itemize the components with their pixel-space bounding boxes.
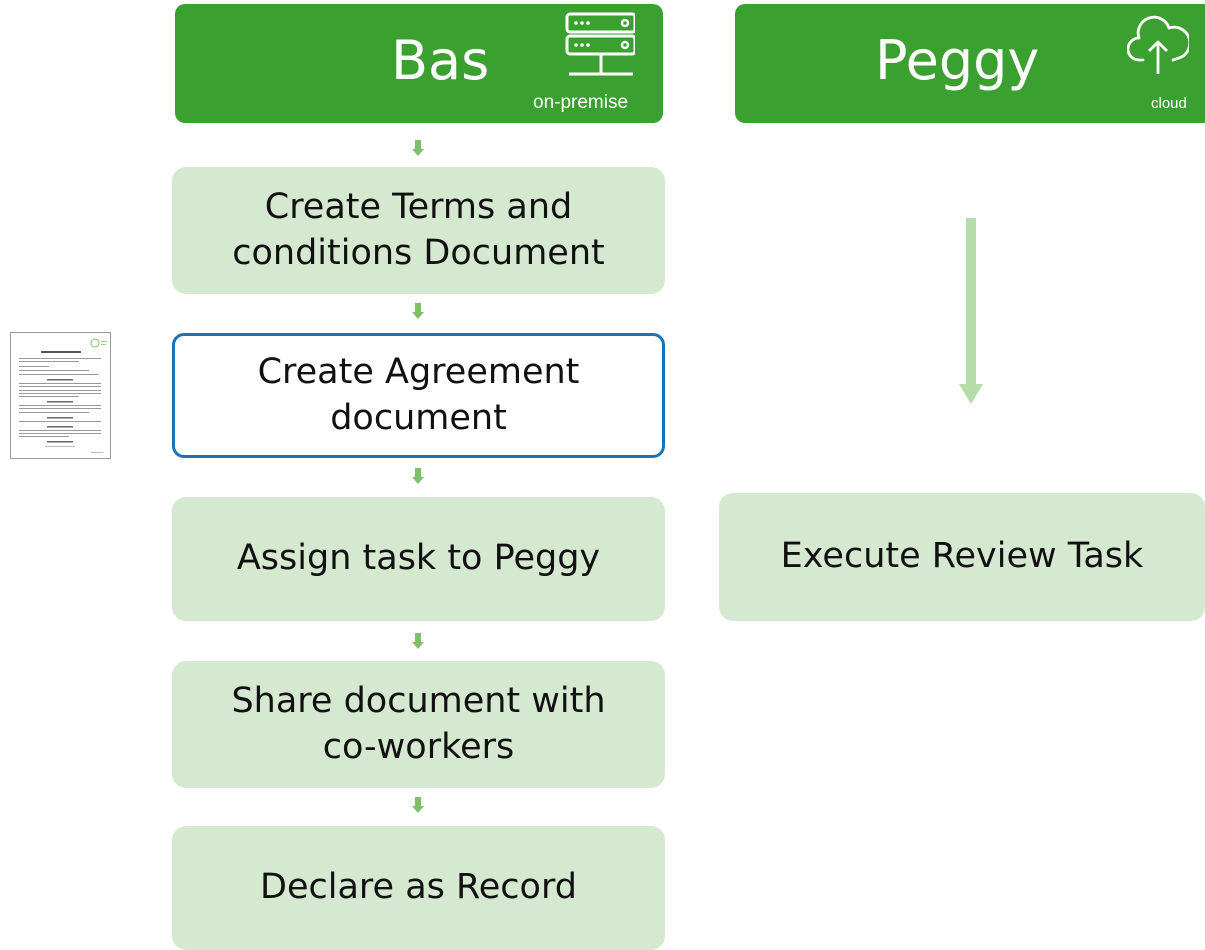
step-create-agreement-document-label: Create Agreement document	[257, 352, 580, 438]
flow-arrow-2	[412, 303, 424, 319]
step-declare-as-record-label: Declare as Record	[260, 867, 577, 908]
step-assign-task-to-peggy-label: Assign task to Peggy	[236, 538, 601, 579]
step-execute-review-task-label: Execute Review Task	[780, 536, 1144, 577]
peggy-lane-header: Peggy cloud	[735, 4, 1205, 123]
cloud-upload-icon	[1126, 12, 1192, 78]
step-share-document: Share document with co-workers	[172, 661, 665, 788]
peggy-title: Peggy	[875, 29, 1040, 92]
document-thumbnail-icon	[10, 332, 111, 459]
bas-title: Bas	[391, 29, 490, 92]
bas-lane-header: Bas on-premise	[175, 4, 663, 123]
server-icon	[565, 12, 637, 86]
step-assign-task-to-peggy: Assign task to Peggy	[172, 497, 665, 621]
step-execute-review-task: Execute Review Task	[719, 493, 1205, 621]
step-create-terms-document-label: Create Terms and conditions Document	[232, 187, 605, 273]
step-create-agreement-document[interactable]: Create Agreement document	[172, 333, 665, 458]
step-share-document-label: Share document with co-workers	[231, 681, 606, 767]
peggy-sublabel: cloud	[1151, 95, 1187, 112]
flow-arrow-3	[412, 468, 424, 484]
flow-arrow-4	[412, 633, 424, 649]
peggy-long-arrow	[958, 218, 984, 408]
step-create-terms-document: Create Terms and conditions Document	[172, 167, 665, 294]
step-declare-as-record: Declare as Record	[172, 826, 665, 950]
flow-arrow-5	[412, 797, 424, 813]
flow-arrow-1	[412, 140, 424, 156]
bas-sublabel: on-premise	[533, 92, 629, 113]
